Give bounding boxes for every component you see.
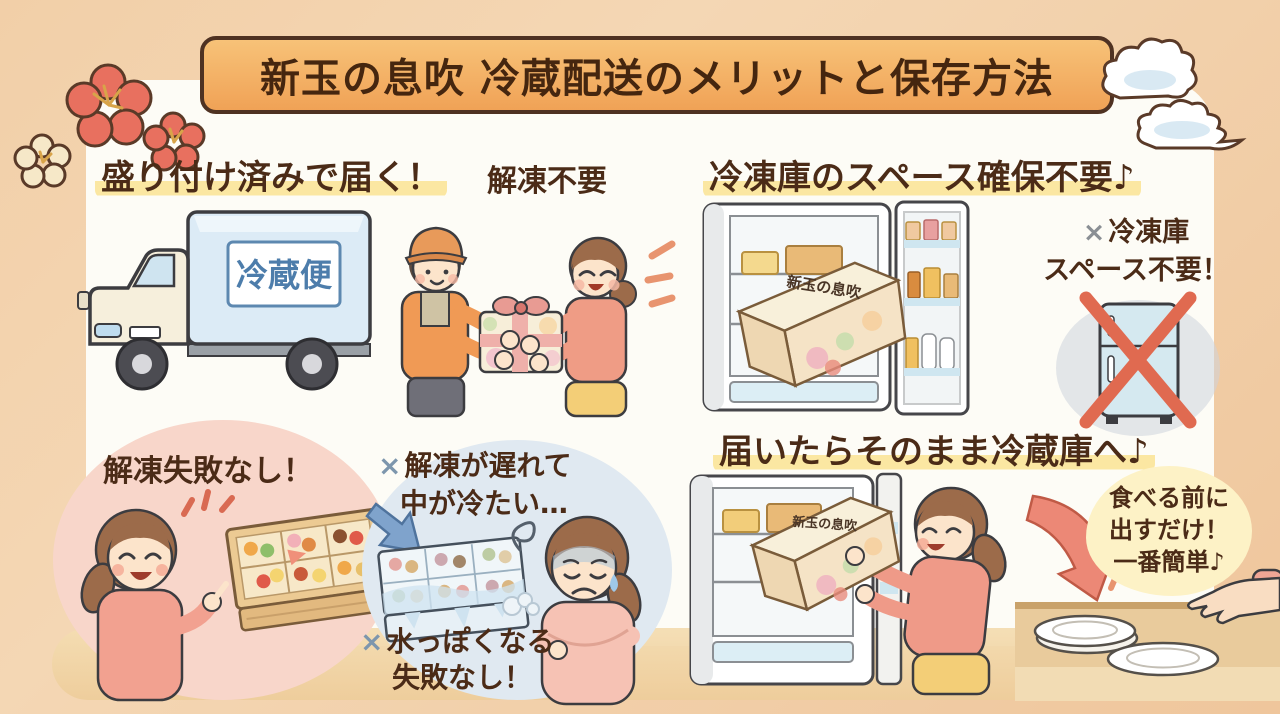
table-with-plates: [1015, 602, 1280, 701]
page-title: 新玉の息吹 冷蔵配送のメリットと保存方法: [260, 56, 1054, 102]
gloom-squiggle-icon: [511, 521, 536, 552]
delivery-truck-illustration: 冷蔵便: [77, 210, 372, 391]
reaching-hand: [1187, 568, 1280, 625]
fridge-loading-illustration: 新玉の息吹: [689, 472, 1280, 701]
sigh-puff-icon: [502, 592, 540, 616]
thaw-late-note-line1: ×解凍が遅れて: [378, 449, 572, 482]
crossed-freezer-icon: [1056, 291, 1220, 436]
red-arrow-icon: [1025, 494, 1122, 602]
osechi-box-open: [225, 507, 390, 632]
section-to-fridge-heading: 届いたらそのまま冷蔵庫へ♪: [713, 424, 1155, 473]
truck-sign-label: 冷蔵便: [236, 256, 333, 294]
section-delivered-heading: 盛り付け済みで届く！: [95, 150, 447, 199]
osechi-box-in-fridge: 新玉の息吹: [735, 261, 907, 388]
red-x-mark: [1079, 291, 1197, 429]
sweat-drop-icon: [610, 574, 618, 592]
section-freezer-heading: 冷凍庫のスペース確保不要♪: [703, 150, 1141, 199]
section-delivered-subheading: 解凍不要: [487, 164, 607, 199]
truck-cab: [77, 248, 190, 346]
happy-osechi-illustration: [53, 420, 393, 702]
x-mark: ×: [1082, 217, 1106, 248]
watery-note-line1: ×水っぽくなる: [360, 625, 555, 658]
thaw-late-note-line2: 中が冷たい…: [400, 487, 569, 520]
gift-box: [478, 296, 564, 374]
box-brand-label: 新玉の息吹: [792, 514, 858, 534]
x-mark: ×: [378, 449, 402, 482]
watery-note-line2: 失敗なし！: [392, 661, 533, 694]
bubble-line2: 出すだけ！: [1109, 516, 1229, 545]
delivery-handoff-illustration: [400, 226, 637, 418]
easy-serve-bubble: 食べる前に 出すだけ！ 一番簡単♪: [1086, 466, 1252, 596]
truck-cargo-box: 冷蔵便: [186, 210, 372, 346]
loading-woman: [850, 486, 1007, 696]
freezer-note-line1: ×冷凍庫: [1082, 217, 1190, 248]
hand: [845, 546, 865, 566]
open-fridge-illustration: 新玉の息吹: [702, 200, 970, 416]
hand: [855, 584, 875, 604]
freezer-note-line2: スペース不要！: [1043, 255, 1229, 286]
thaw-trouble-illustration: [362, 440, 672, 706]
bubble-line3: 一番簡単♪: [1113, 547, 1225, 576]
truck-wheels: [115, 337, 339, 391]
sad-woman: [502, 515, 642, 706]
fridge-door: [894, 200, 970, 416]
plum-blossom-icon: [13, 63, 206, 189]
bubble-line1: 食べる前に: [1109, 484, 1229, 513]
cloud-icon: [1101, 37, 1247, 151]
sparkle-dashes-icon: [644, 240, 676, 308]
title-banner: 新玉の息吹 冷蔵配送のメリットと保存方法: [200, 36, 1114, 114]
sparkle-dashes-icon: [181, 489, 235, 517]
icy-bento-box: [377, 536, 530, 643]
truck-chassis: [187, 343, 371, 357]
osechi-box-held: 新玉の息吹: [749, 496, 901, 612]
x-mark: ×: [360, 625, 384, 658]
delivery-man: [400, 226, 516, 418]
section-no-failure-heading: 解凍失敗なし！: [103, 454, 313, 489]
happy-woman: [80, 508, 229, 702]
